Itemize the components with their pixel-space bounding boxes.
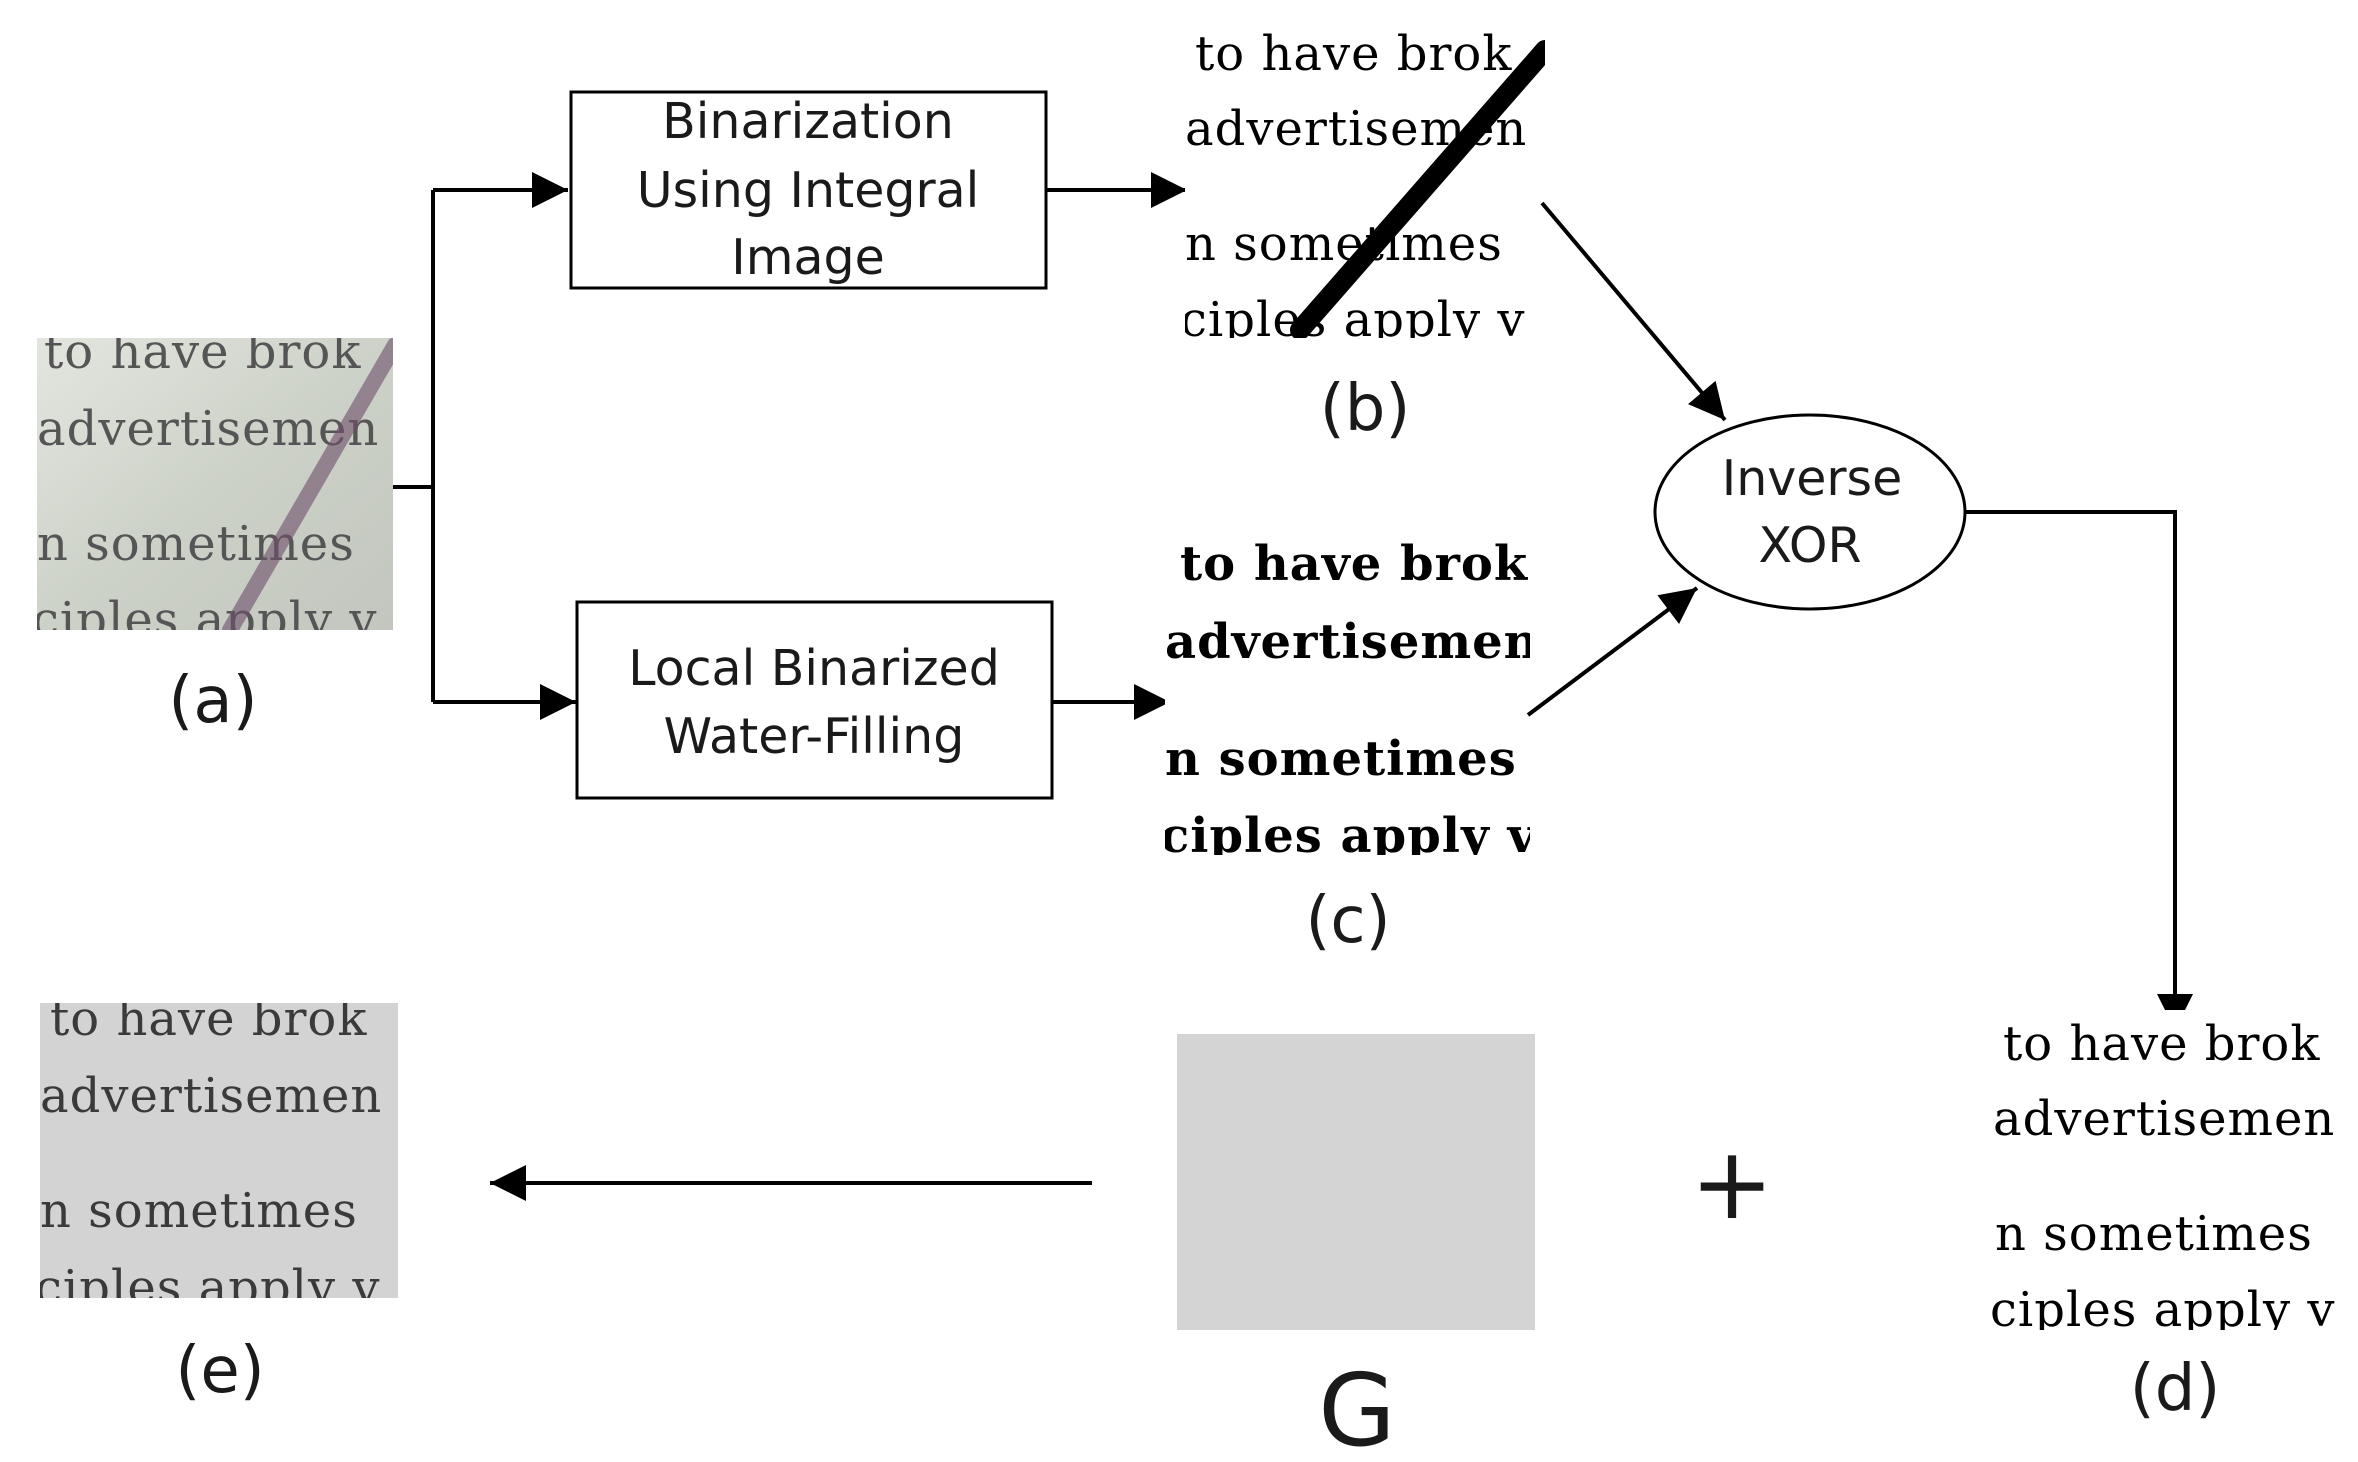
arrow-c-to-xor (1526, 586, 1699, 717)
arrow-b-to-xor (1540, 201, 1727, 422)
water-filling-box (575, 600, 1054, 800)
snippet-line: n sometimes (1995, 1206, 2313, 1262)
snippet-line: to have brok (1195, 26, 1512, 82)
water-filling-result: to have brok advertisemen n sometimes ci… (1160, 536, 1540, 864)
snippet-line: advertisemen (1993, 1091, 2335, 1147)
box-label: Water-Filling (664, 708, 965, 765)
inverse-xor-result: to have brok advertisemen n sometimes ci… (1985, 1010, 2357, 1338)
original-image: to have brok advertisemen n sometimes ci… (32, 324, 393, 648)
box-label: Using Integral (637, 162, 980, 219)
box-label: Binarization (662, 93, 954, 150)
snippet-line: to have brok (44, 324, 361, 380)
g-label: G (1318, 1352, 1396, 1462)
snippet-line: ciples apply v (32, 592, 378, 648)
snippet-line: to have brok (50, 991, 367, 1047)
snippet-line: ciples apply v (1990, 1282, 2336, 1338)
caption-a: (a) (168, 664, 257, 738)
snippet-line: ciples apply v (1180, 292, 1526, 348)
box-label: Local Binarized (628, 640, 1000, 697)
xor-label: Inverse (1722, 450, 1902, 507)
snippet-line: to have brok (2003, 1016, 2320, 1072)
diagonal-pen-stroke (222, 338, 393, 630)
inverse-xor-node (1653, 413, 1967, 611)
snippet-line: ciples apply v (35, 1260, 381, 1316)
snippet-line: n sometimes (1185, 216, 1503, 272)
split-connector (393, 190, 435, 702)
snippet-line: advertisemen (1165, 614, 1540, 670)
final-output-image: to have brok advertisemen n sometimes ci… (35, 991, 398, 1316)
xor-label: XOR (1758, 517, 1861, 574)
caption-d: (d) (2130, 1352, 2221, 1426)
arrow-xor-to-d (1965, 510, 2193, 1030)
box-label: Image (731, 229, 884, 286)
snippet-line: ciples apply v (1160, 808, 1538, 864)
snippet-line: advertisemen (37, 401, 379, 457)
snippet-line: advertisemen (40, 1068, 382, 1124)
integral-binarization-box (569, 90, 1048, 290)
snippet-line: to have brok (1180, 536, 1529, 592)
plus-sign: + (1690, 1125, 1774, 1242)
snippet-line: n sometimes (37, 516, 355, 572)
caption-c: (c) (1305, 884, 1390, 958)
snippet-line: n sometimes (40, 1183, 358, 1239)
snippet-line: n sometimes (1165, 731, 1517, 787)
g-gray-square (1177, 1034, 1535, 1330)
caption-b: (b) (1320, 372, 1411, 446)
diagonal-pen-stroke (1290, 40, 1545, 338)
caption-e: (e) (175, 1334, 264, 1408)
binarized-integral-result: to have brok advertisemen n sometimes ci… (1180, 26, 1545, 348)
